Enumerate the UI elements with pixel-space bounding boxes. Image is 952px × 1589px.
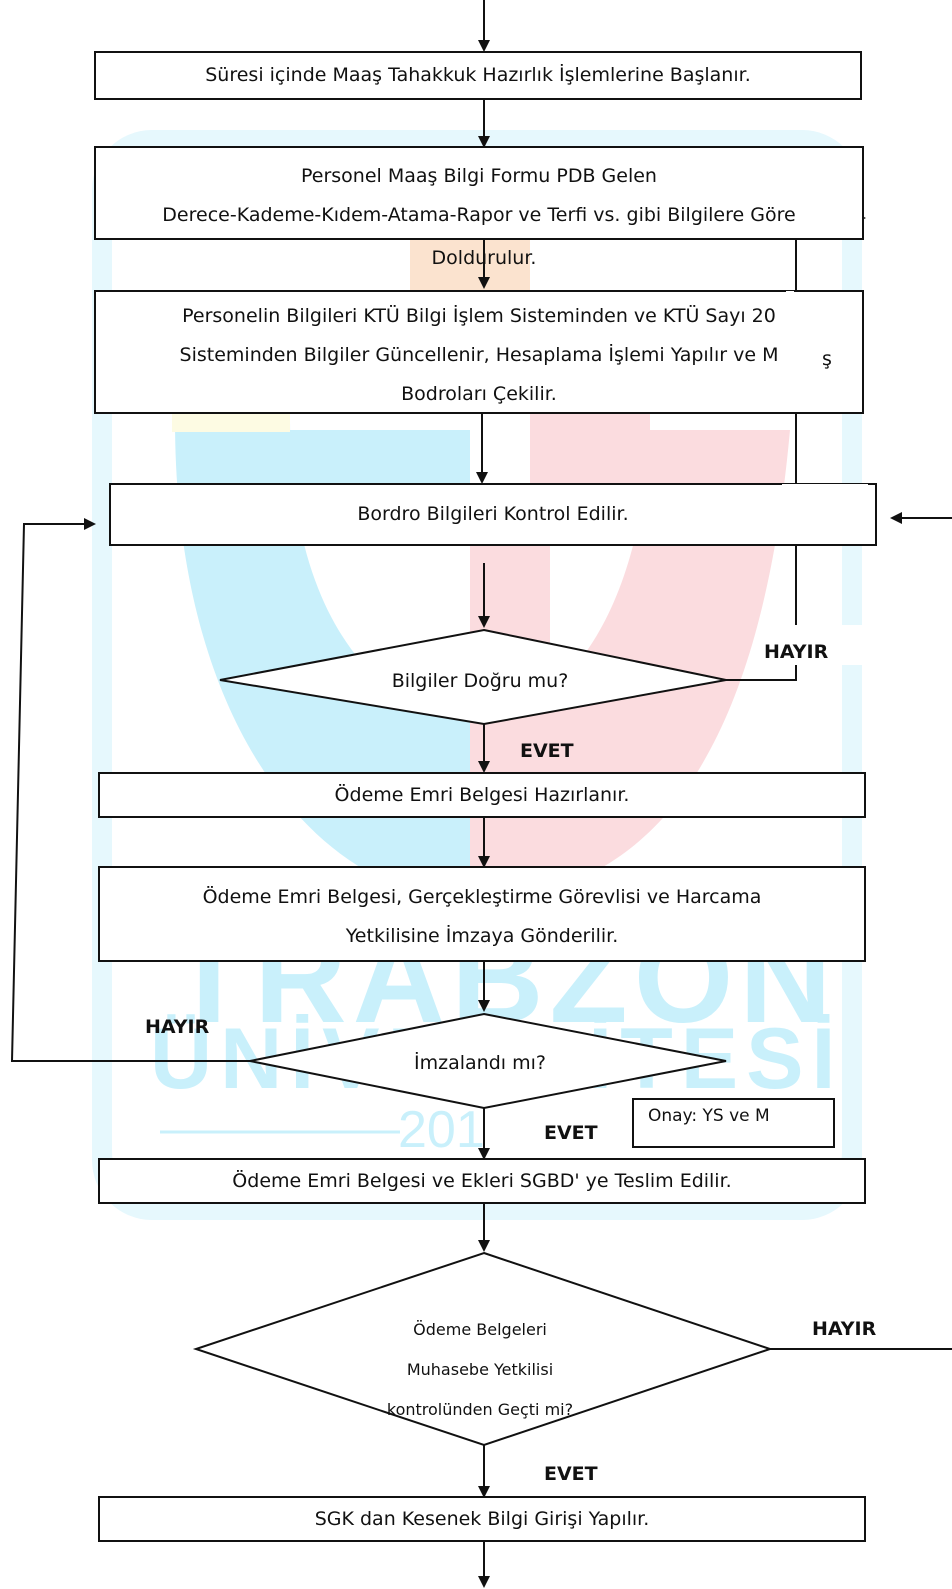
gap-s4-right — [782, 484, 868, 488]
step-s5-text: Ödeme Emri Belgesi Hazırlanır. — [334, 783, 630, 806]
step-s2: Personel Maaş Bilgi Formu PDB Gelen Dere… — [94, 146, 864, 240]
step-s3-line3: Bodroları Çekilir. — [401, 382, 557, 405]
decision-d3-line3: kontrolünden Geçti mi? — [386, 1400, 574, 1419]
step-s1-text: Süresi içinde Maaş Tahakkuk Hazırlık İşl… — [205, 64, 751, 86]
step-s2-line1: Personel Maaş Bilgi Formu PDB Gelen — [301, 165, 657, 187]
step-s3-line2: Sisteminden Bilgiler Güncellenir, Hesapl… — [179, 343, 779, 366]
decision-d3 — [192, 1251, 774, 1447]
approval-note-text: Onay: YS ve M — [648, 1106, 770, 1126]
gap-s4-right2 — [760, 540, 868, 544]
d3-no-label: HAYIR — [812, 1318, 877, 1340]
decision-d2-text: İmzalandı mı? — [414, 1052, 546, 1074]
step-s6-line2: Yetkilisine İmzaya Gönderilir. — [345, 925, 619, 947]
d3-yes-label: EVET — [544, 1463, 598, 1485]
approval-note: Onay: YS ve M — [632, 1098, 835, 1148]
decision-d3-line1: Ödeme Belgeleri — [413, 1320, 547, 1339]
decision-d1 — [219, 628, 727, 726]
decision-d1-text: Bilgiler Doğru mu? — [391, 670, 569, 692]
step-s3-line2-tail: ş — [822, 348, 832, 370]
watermark-block-yellow — [172, 410, 290, 432]
d2-yes-label: EVET — [544, 1122, 598, 1144]
step-s3: Personelin Bilgileri KTÜ Bilgi İşlem Sis… — [94, 290, 864, 414]
gap-s3-right — [786, 291, 794, 331]
step-s2-line3: Doldurulur. — [431, 247, 537, 269]
gap-no-label — [760, 625, 868, 665]
step-s5: Ödeme Emri Belgesi Hazırlanır. — [98, 772, 866, 818]
step-s7: Ödeme Emri Belgesi ve Ekleri SGBD' ye Te… — [98, 1158, 866, 1204]
step-s7-text: Ödeme Emri Belgesi ve Ekleri SGBD' ye Te… — [232, 1169, 732, 1192]
d1-yes-label: EVET — [520, 740, 574, 762]
step-s4-text: Bordro Bilgileri Kontrol Edilir. — [357, 503, 629, 525]
loop-d2-no — [10, 518, 250, 1062]
decision-d2 — [249, 1012, 727, 1110]
decision-d3-line2: Muhasebe Yetkilisi — [406, 1360, 554, 1379]
step-s8: SGK dan Kesenek Bilgi Girişi Yapılır. — [98, 1496, 866, 1542]
step-s1: Süresi içinde Maaş Tahakkuk Hazırlık İşl… — [94, 51, 862, 100]
watermark-block-orange — [410, 238, 530, 293]
step-s6-line1: Ödeme Emri Belgesi, Gerçekleştirme Görev… — [202, 886, 762, 908]
step-s2-line2: Derece-Kademe-Kıdem-Atama-Rapor ve Terfi… — [162, 204, 796, 226]
watermark-year: 201 — [398, 1101, 485, 1159]
step-s3-line1: Personelin Bilgileri KTÜ Bilgi İşlem Sis… — [182, 304, 776, 327]
loop-d1-no — [726, 212, 866, 681]
step-s8-text: SGK dan Kesenek Bilgi Girişi Yapılır. — [314, 1507, 650, 1530]
d1-no-label: HAYIR — [764, 641, 829, 663]
step-s6: Ödeme Emri Belgesi, Gerçekleştirme Görev… — [98, 866, 866, 962]
d2-no-label: HAYIR — [145, 1016, 210, 1038]
step-s4: Bordro Bilgileri Kontrol Edilir. — [109, 483, 877, 546]
